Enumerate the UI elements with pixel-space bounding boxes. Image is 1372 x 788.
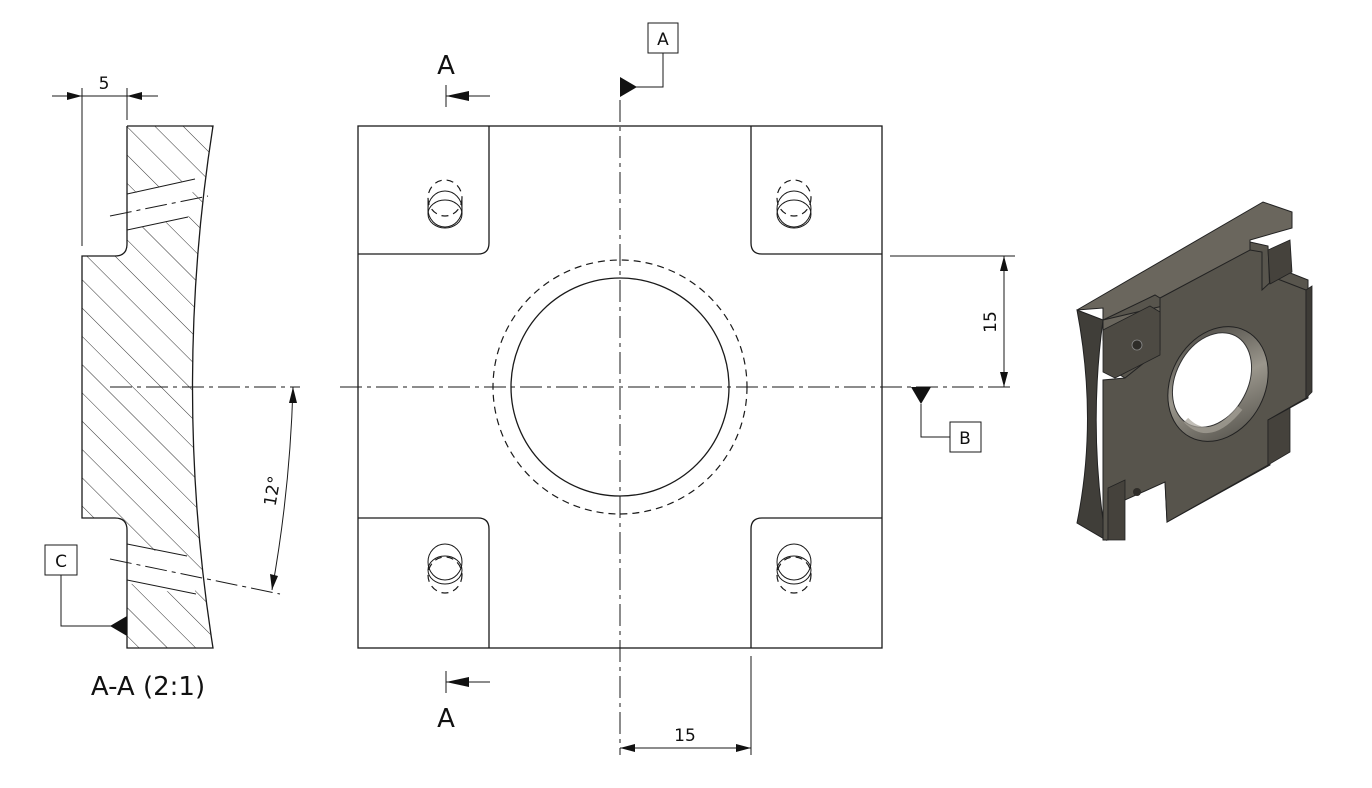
- angle-label: 12°: [261, 475, 286, 508]
- dim-horizontal-label: 15: [674, 726, 696, 746]
- datum-b-box: [949, 421, 982, 453]
- section-label-top: A: [437, 51, 455, 81]
- pocket-bottom-right: [750, 517, 882, 648]
- pocket-top-right: [750, 126, 882, 255]
- section-view: 5 12° C A-A (2:1): [44, 74, 300, 702]
- pocket-bottom-left: [358, 517, 490, 648]
- dim-width-label: 5: [99, 74, 110, 94]
- datum-c-label: C: [55, 552, 67, 572]
- front-view: A A A B 15 15: [340, 22, 1015, 755]
- datum-a-label: A: [657, 30, 669, 50]
- hole-top-left: [427, 179, 463, 229]
- section-label-bottom: A: [437, 704, 455, 734]
- isometric-view: [1076, 201, 1313, 541]
- section-title: A-A (2:1): [91, 672, 205, 702]
- dim-vertical-label: 15: [981, 311, 1001, 333]
- hole-top-right: [776, 179, 812, 229]
- section-outline: [81, 125, 214, 649]
- hole-centerline-upper: [109, 195, 209, 217]
- hole-bottom-right: [776, 543, 812, 594]
- pocket-top-left: [358, 126, 490, 255]
- hole-centerline-lower: [109, 558, 281, 595]
- hole-bottom-left: [427, 543, 463, 594]
- datum-b-label: B: [959, 429, 971, 449]
